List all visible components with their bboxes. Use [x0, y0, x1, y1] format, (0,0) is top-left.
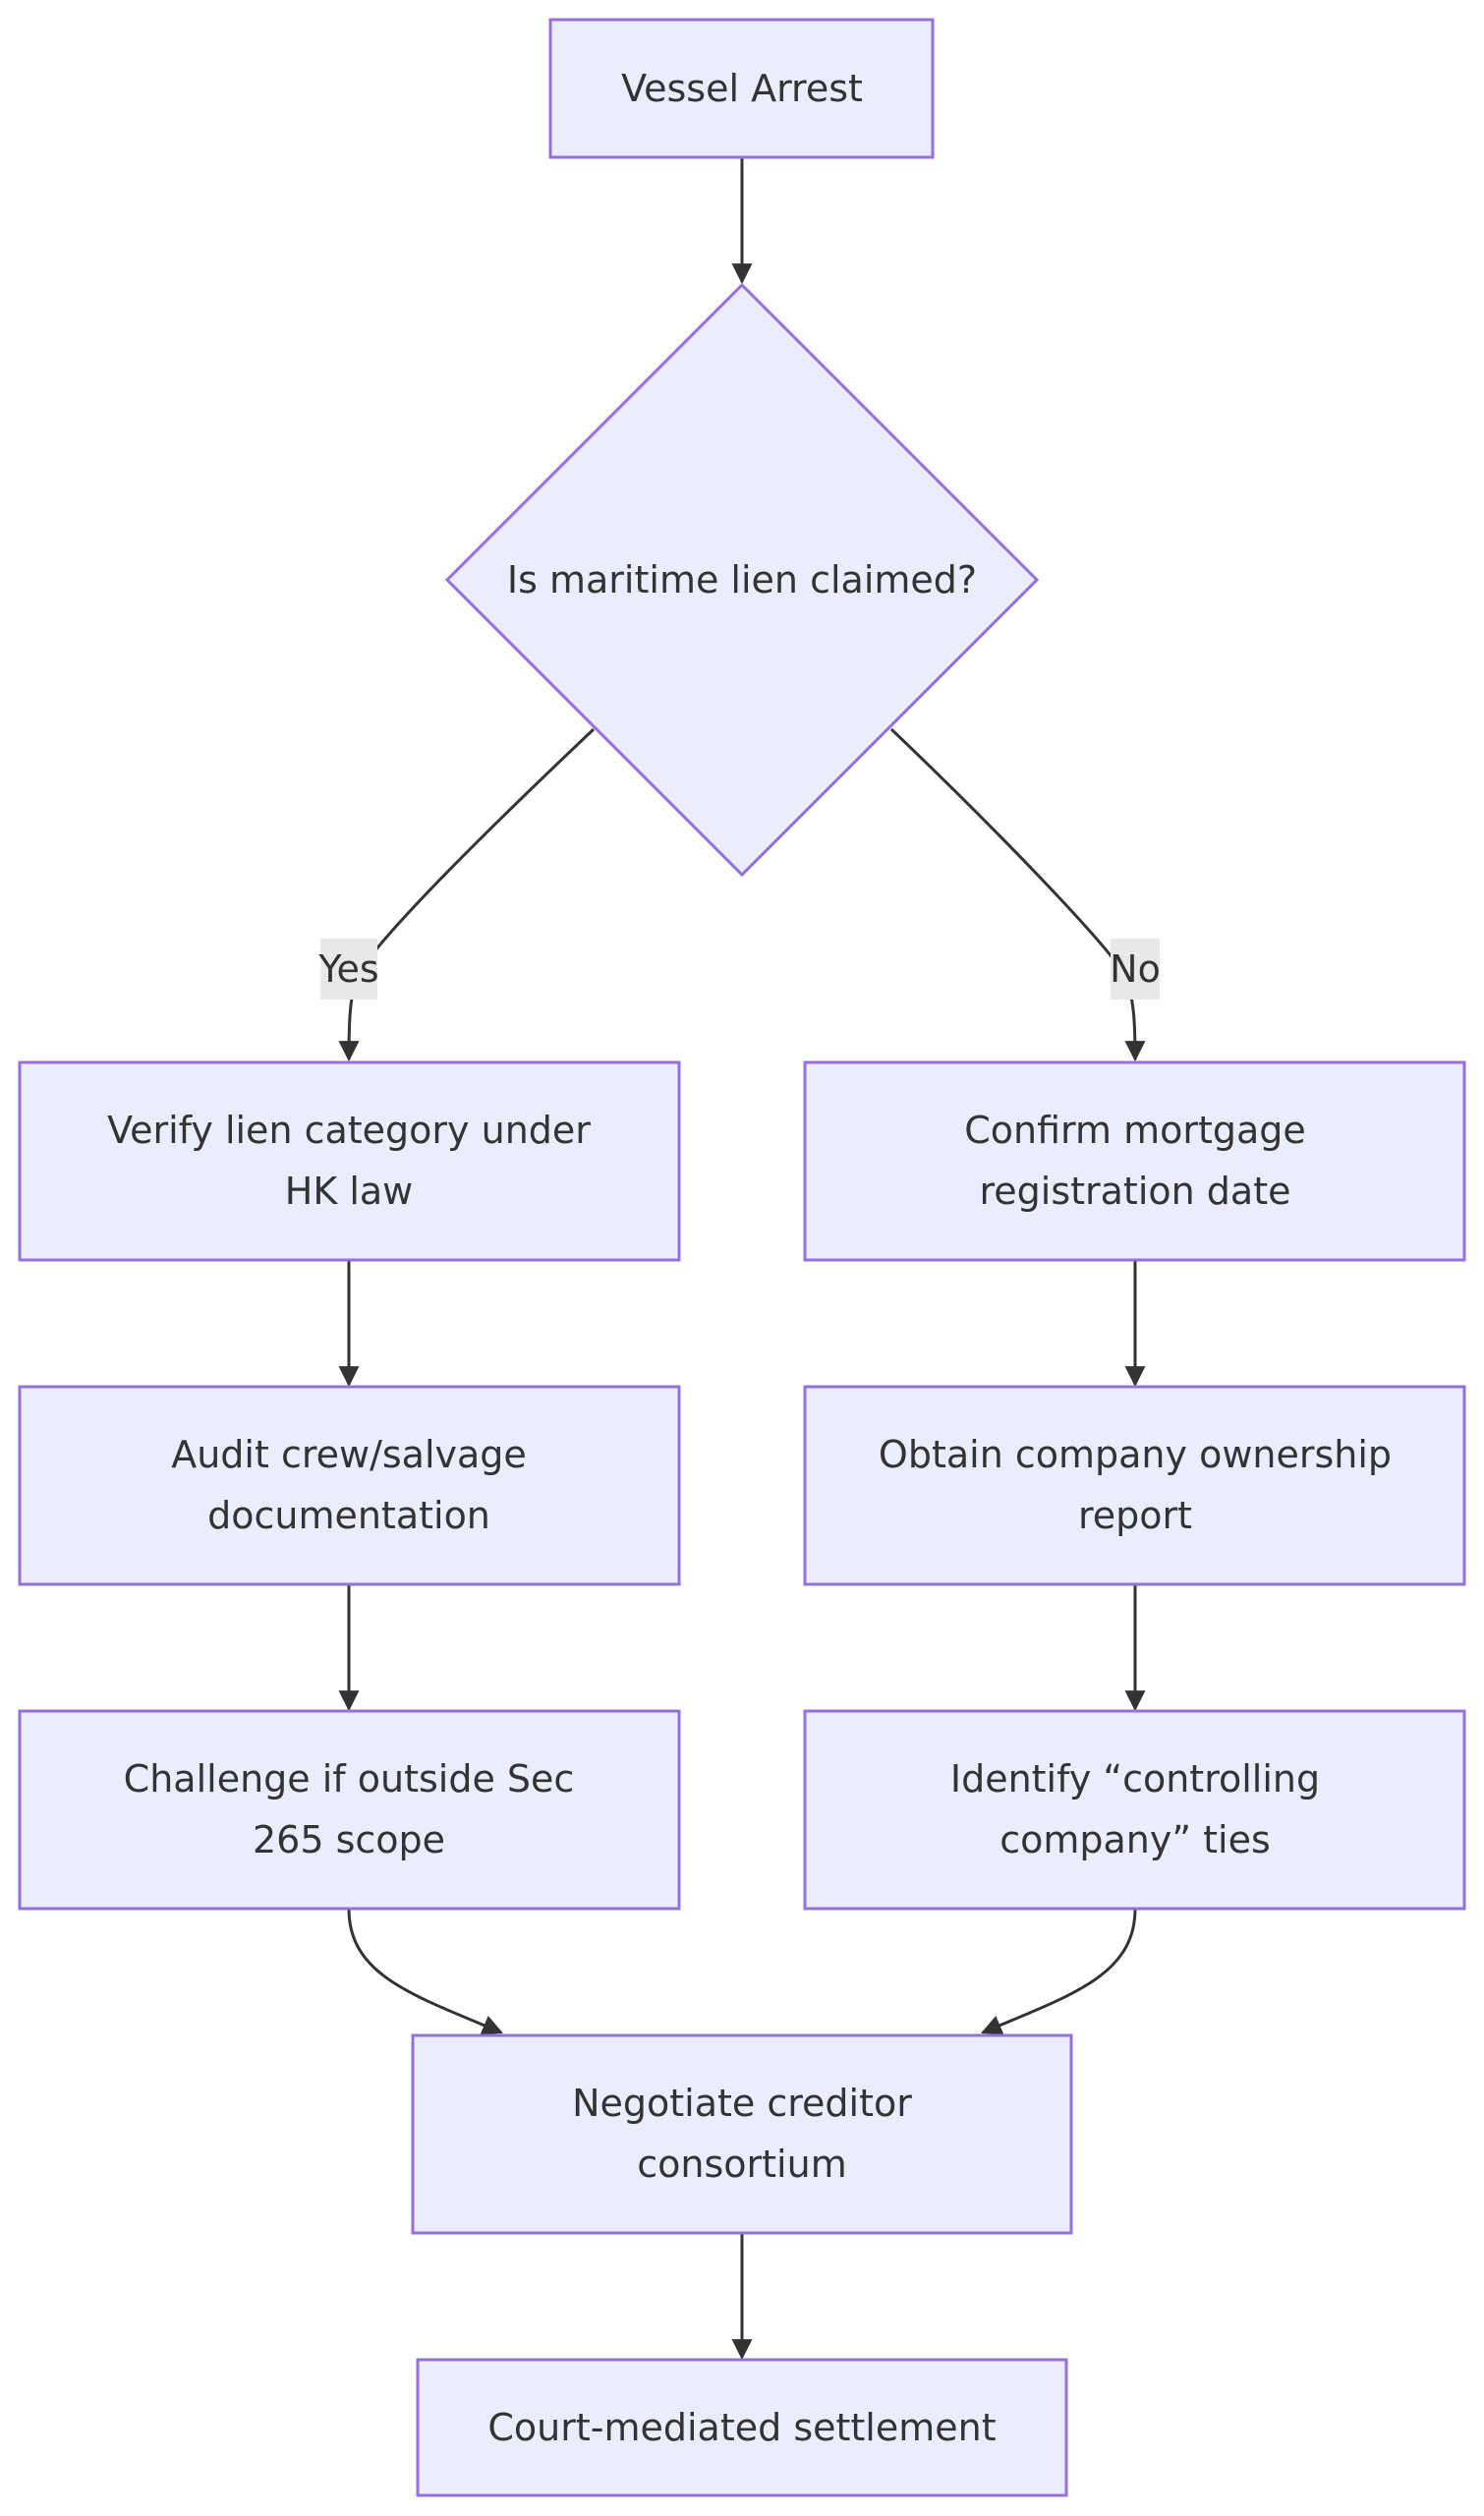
node-verify-lien-box	[18, 1060, 681, 1262]
node-label-line: Is maritime lien claimed?	[507, 558, 977, 601]
node-label-line: Court-mediated settlement	[487, 2406, 996, 2449]
node-confirm-mortgage: Confirm mortgage registration date	[803, 1060, 1466, 1262]
node-controlling-company-box	[803, 1709, 1466, 1911]
node-label-line: report	[1078, 1494, 1192, 1537]
node-lien-decision-diamond	[444, 282, 1040, 878]
edge-label-no: No	[1110, 947, 1161, 991]
edge-yes3-to-merge	[347, 1908, 503, 2035]
node-label-line: Challenge if outside Sec	[124, 1757, 575, 1801]
node-label-line: Obtain company ownership	[879, 1433, 1392, 1476]
node-controlling-company-label: Identify “controlling company” ties	[950, 1757, 1320, 1861]
node-label-line: Confirm mortgage	[964, 1109, 1306, 1152]
edge-decision-to-yes	[338, 727, 596, 1062]
edge-label-yes: Yes	[317, 947, 378, 991]
node-verify-lien-label: Verify lien category under HK law	[107, 1109, 591, 1213]
node-court-settlement-label: Court-mediated settlement	[487, 2406, 996, 2449]
node-vessel-arrest-box	[548, 18, 935, 159]
node-negotiate-consortium-label: Negotiate creditor consortium	[572, 2082, 912, 2186]
node-label-line: Negotiate creditor	[572, 2082, 912, 2125]
edge-decision-to-no	[889, 727, 1146, 1062]
node-label-line: documentation	[207, 1494, 490, 1537]
edge-label-no-bg	[1111, 939, 1160, 1000]
node-label-line: HK law	[285, 1170, 414, 1213]
node-audit-crew-label: Audit crew/salvage documentation	[171, 1433, 527, 1537]
node-audit-crew-box	[18, 1385, 681, 1586]
edge-label-yes-group: Yes	[317, 939, 379, 1000]
edge-label-yes-bg	[320, 939, 377, 1000]
node-vessel-arrest: Vessel Arrest	[548, 18, 935, 159]
node-negotiate-consortium-box	[411, 2033, 1073, 2235]
node-lien-decision-label: Is maritime lien claimed?	[507, 558, 977, 601]
node-challenge-scope-label: Challenge if outside Sec 265 scope	[124, 1757, 575, 1861]
node-challenge-scope-box	[18, 1709, 681, 1911]
node-negotiate-consortium: Negotiate creditor consortium	[411, 2033, 1073, 2235]
node-label-line: Vessel Arrest	[621, 67, 863, 110]
node-challenge-scope: Challenge if outside Sec 265 scope	[18, 1709, 681, 1911]
node-label-line: Identify “controlling	[950, 1757, 1320, 1801]
node-court-settlement-box	[416, 2358, 1068, 2497]
node-company-ownership-box	[803, 1385, 1466, 1586]
node-audit-crew: Audit crew/salvage documentation	[18, 1385, 681, 1586]
node-label-line: Audit crew/salvage	[171, 1433, 527, 1476]
node-label-line: company” ties	[999, 1818, 1271, 1861]
node-company-ownership: Obtain company ownership report	[803, 1385, 1466, 1586]
node-court-settlement: Court-mediated settlement	[416, 2358, 1068, 2497]
node-verify-lien: Verify lien category under HK law	[18, 1060, 681, 1262]
edges	[338, 157, 1146, 2361]
node-label-line: 265 scope	[253, 1818, 445, 1861]
node-vessel-arrest-label: Vessel Arrest	[621, 67, 863, 110]
node-confirm-mortgage-label: Confirm mortgage registration date	[964, 1109, 1306, 1213]
node-label-line: consortium	[637, 2143, 846, 2186]
edge-no3-to-merge	[981, 1908, 1137, 2035]
node-company-ownership-label: Obtain company ownership report	[879, 1433, 1392, 1537]
node-label-line: Verify lien category under	[107, 1109, 591, 1152]
edge-label-no-group: No	[1110, 939, 1161, 1000]
node-confirm-mortgage-box	[803, 1060, 1466, 1262]
node-controlling-company: Identify “controlling company” ties	[803, 1709, 1466, 1911]
node-lien-decision: Is maritime lien claimed?	[444, 282, 1040, 878]
node-label-line: registration date	[979, 1170, 1290, 1213]
